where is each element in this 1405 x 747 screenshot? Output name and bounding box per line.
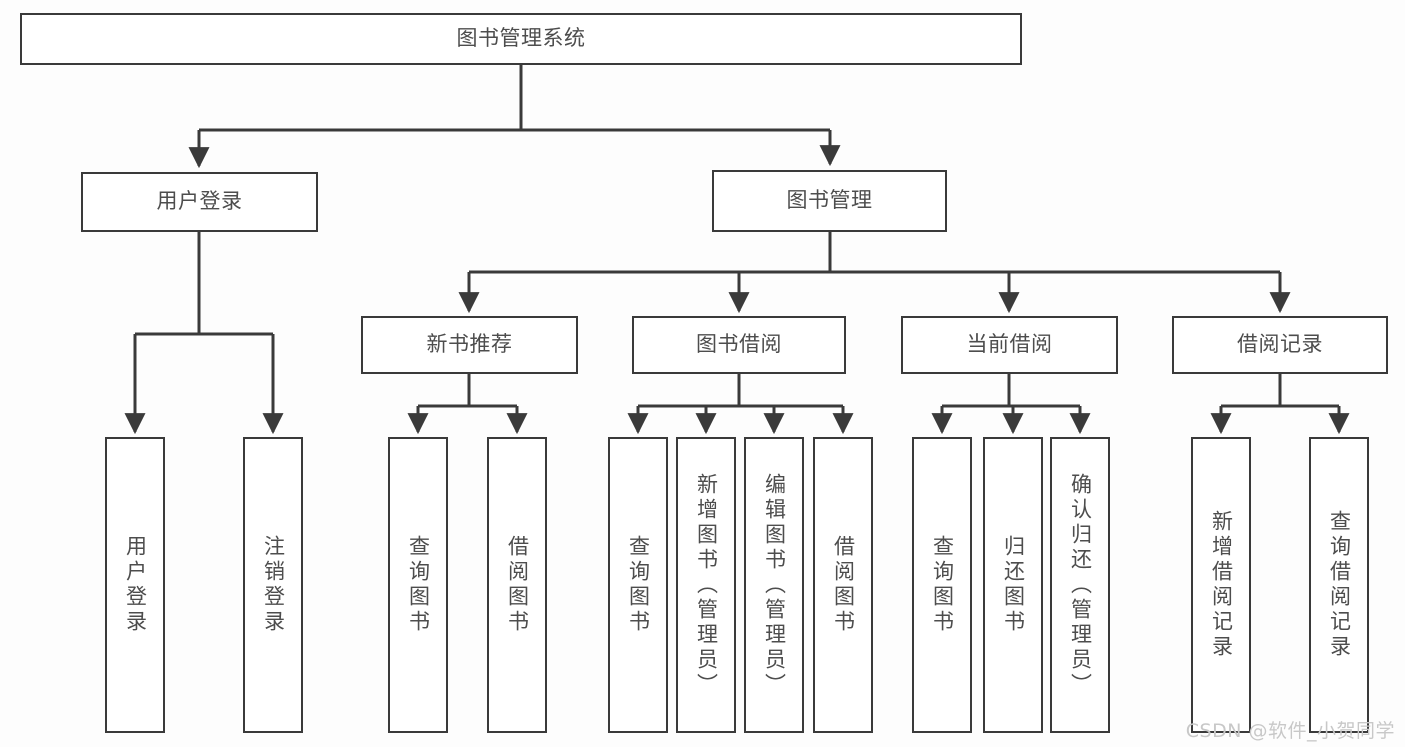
node-leaf-borrow-book-1[interactable]: 借阅图书 bbox=[487, 437, 547, 733]
node-book-manage[interactable]: 图书管理 bbox=[712, 170, 947, 232]
node-leaf-confirm-return-label: 确认归还（管理员） bbox=[1068, 472, 1093, 698]
node-leaf-query-book-2-label: 查询图书 bbox=[626, 535, 651, 635]
node-leaf-add-book[interactable]: 新增图书（管理员） bbox=[676, 437, 736, 733]
node-borrow-record-label: 借阅记录 bbox=[1237, 332, 1323, 357]
node-leaf-edit-book[interactable]: 编辑图书（管理员） bbox=[744, 437, 804, 733]
node-borrow-record[interactable]: 借阅记录 bbox=[1172, 316, 1388, 374]
node-leaf-borrow-book-2[interactable]: 借阅图书 bbox=[813, 437, 873, 733]
node-new-book-recommend-label: 新书推荐 bbox=[426, 332, 513, 357]
node-leaf-query-book-3-label: 查询图书 bbox=[930, 535, 955, 635]
node-root[interactable]: 图书管理系统 bbox=[20, 13, 1022, 65]
node-leaf-user-logout[interactable]: 注销登录 bbox=[243, 437, 303, 733]
node-leaf-edit-book-label: 编辑图书（管理员） bbox=[762, 472, 787, 698]
node-book-borrow-label: 图书借阅 bbox=[696, 332, 782, 357]
node-new-book-recommend[interactable]: 新书推荐 bbox=[361, 316, 578, 374]
node-leaf-add-book-label: 新增图书（管理员） bbox=[694, 472, 719, 698]
node-leaf-query-record-label: 查询借阅记录 bbox=[1327, 510, 1352, 660]
node-book-borrow[interactable]: 图书借阅 bbox=[632, 316, 846, 374]
node-leaf-query-record[interactable]: 查询借阅记录 bbox=[1309, 437, 1369, 733]
node-leaf-user-logout-label: 注销登录 bbox=[261, 535, 286, 635]
node-leaf-query-book-1-label: 查询图书 bbox=[406, 535, 431, 635]
node-root-label: 图书管理系统 bbox=[456, 26, 586, 51]
node-leaf-query-book-1[interactable]: 查询图书 bbox=[388, 437, 448, 733]
node-user-login[interactable]: 用户登录 bbox=[81, 172, 318, 232]
node-leaf-confirm-return[interactable]: 确认归还（管理员） bbox=[1050, 437, 1110, 733]
node-leaf-user-login-label: 用户登录 bbox=[123, 535, 148, 635]
node-user-login-label: 用户登录 bbox=[156, 189, 243, 214]
node-leaf-add-record[interactable]: 新增借阅记录 bbox=[1191, 437, 1251, 733]
node-leaf-user-login[interactable]: 用户登录 bbox=[105, 437, 165, 733]
node-leaf-return-book[interactable]: 归还图书 bbox=[983, 437, 1043, 733]
watermark: CSDN @软件_小贺同学 bbox=[1185, 720, 1395, 742]
node-leaf-borrow-book-2-label: 借阅图书 bbox=[831, 535, 856, 635]
node-book-manage-label: 图书管理 bbox=[786, 188, 873, 213]
node-leaf-borrow-book-1-label: 借阅图书 bbox=[505, 535, 530, 635]
node-leaf-query-book-3[interactable]: 查询图书 bbox=[912, 437, 972, 733]
node-leaf-query-book-2[interactable]: 查询图书 bbox=[608, 437, 668, 733]
node-leaf-return-book-label: 归还图书 bbox=[1001, 535, 1026, 635]
node-leaf-add-record-label: 新增借阅记录 bbox=[1209, 510, 1234, 660]
node-current-borrow[interactable]: 当前借阅 bbox=[901, 316, 1118, 374]
node-current-borrow-label: 当前借阅 bbox=[966, 332, 1053, 357]
